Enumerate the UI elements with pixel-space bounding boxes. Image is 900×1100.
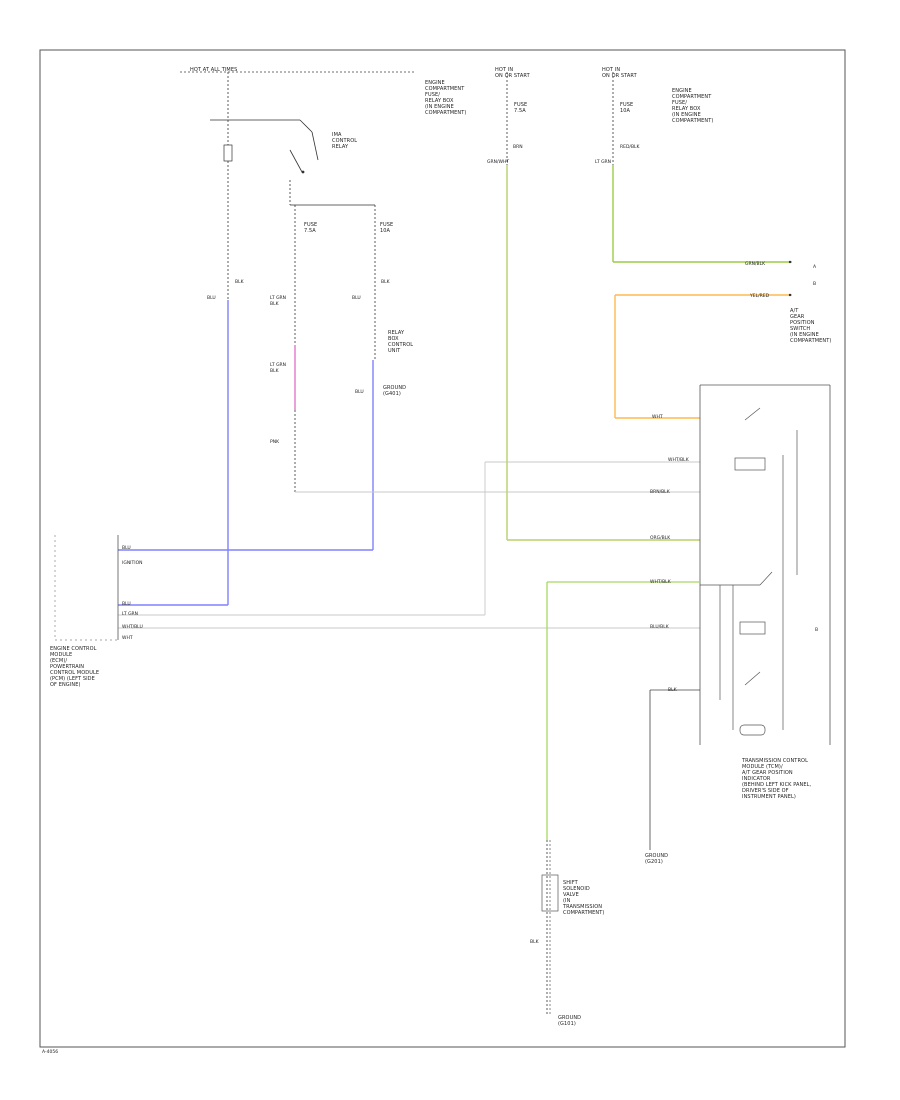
fuse-a-label: FUSE 7.5A <box>304 222 318 234</box>
ecm-pin-label: WHT <box>122 636 133 641</box>
wire-label: BRN/BLK <box>650 490 670 495</box>
wire-label: BLK <box>235 280 244 285</box>
wire-label: LT GRN BLK <box>270 363 287 374</box>
hot-in-run-label-2: HOT IN ON OR START <box>602 67 637 79</box>
wire-label: BLU/BLK <box>650 625 669 630</box>
ecm-pin-label: IGNITION <box>122 561 143 566</box>
ecm-pin-label: BLU <box>122 546 131 551</box>
wire-label: BLK <box>668 688 677 693</box>
hot-in-run-label-1: HOT IN ON OR START <box>495 67 530 79</box>
ecm-pin-label: WHT/BLU <box>122 625 143 630</box>
ecm-pin-label: BLU <box>122 602 131 607</box>
wire-label: WHT/BLK <box>650 580 671 585</box>
diagram-frame <box>39 49 846 1048</box>
underdash-fuse-box-label: ENGINE COMPARTMENT FUSE/ RELAY BOX (IN E… <box>672 88 714 124</box>
ground-label-1: GROUND (G101) <box>558 1015 582 1027</box>
wire-label: BLK <box>530 940 539 945</box>
upper-right-connector-label: A/T GEAR POSITION SWITCH (IN ENGINE COMP… <box>790 308 832 344</box>
wire-label: WHT/BLK <box>668 458 689 463</box>
ecm-pin-label: LT GRN <box>122 612 139 617</box>
wire-label: YEL/RED <box>750 294 770 299</box>
relay-label: IMA CONTROL RELAY <box>332 132 358 150</box>
wire-label: BLU <box>355 390 364 395</box>
underhood-fuse-box-label: ENGINE COMPARTMENT FUSE/ RELAY BOX (IN E… <box>425 80 467 116</box>
wire-label: BLU <box>352 296 361 301</box>
wire-label: BLU <box>207 296 216 301</box>
footer-tag: A-4056 <box>42 1050 59 1055</box>
right-marker-b: B <box>813 282 817 287</box>
ground-label-3: GROUND (G401) <box>383 385 407 397</box>
wire-label: LT GRN BLK <box>270 296 287 307</box>
tcm-marker: B <box>815 628 819 633</box>
fuse-c-label: FUSE 7.5A <box>514 102 528 114</box>
right-marker-a: A <box>813 265 817 270</box>
wire-label: RED/BLK <box>620 145 640 150</box>
wire-label: BRN <box>513 145 523 150</box>
ground-label-2: GROUND (G201) <box>645 853 669 865</box>
ecm-label: ENGINE CONTROL MODULE (ECM)/ POWERTRAIN … <box>50 646 100 688</box>
wire-label: BLK <box>381 280 390 285</box>
wire-label: GRN/BLK <box>745 262 766 267</box>
tcm-label: TRANSMISSION CONTROL MODULE (TCM)/ A/T G… <box>742 758 812 800</box>
wire-label: PNK <box>270 440 280 445</box>
wire-label: GRN/WHT <box>487 160 510 165</box>
speed-sensor-label: SHIFT SOLENOID VALVE (IN TRANSMISSION CO… <box>563 880 605 916</box>
fuse-b-label: FUSE 10A <box>380 222 394 234</box>
fuse-d-label: FUSE 10A <box>620 102 634 114</box>
wire-label: LT GRN <box>595 160 612 165</box>
wire-label: ORG/BLK <box>650 536 671 541</box>
top-bus-label: HOT AT ALL TIMES <box>190 67 238 73</box>
fuse-relay-label: RELAY BOX CONTROL UNIT <box>388 330 414 354</box>
wire-label: WHT <box>652 415 663 420</box>
